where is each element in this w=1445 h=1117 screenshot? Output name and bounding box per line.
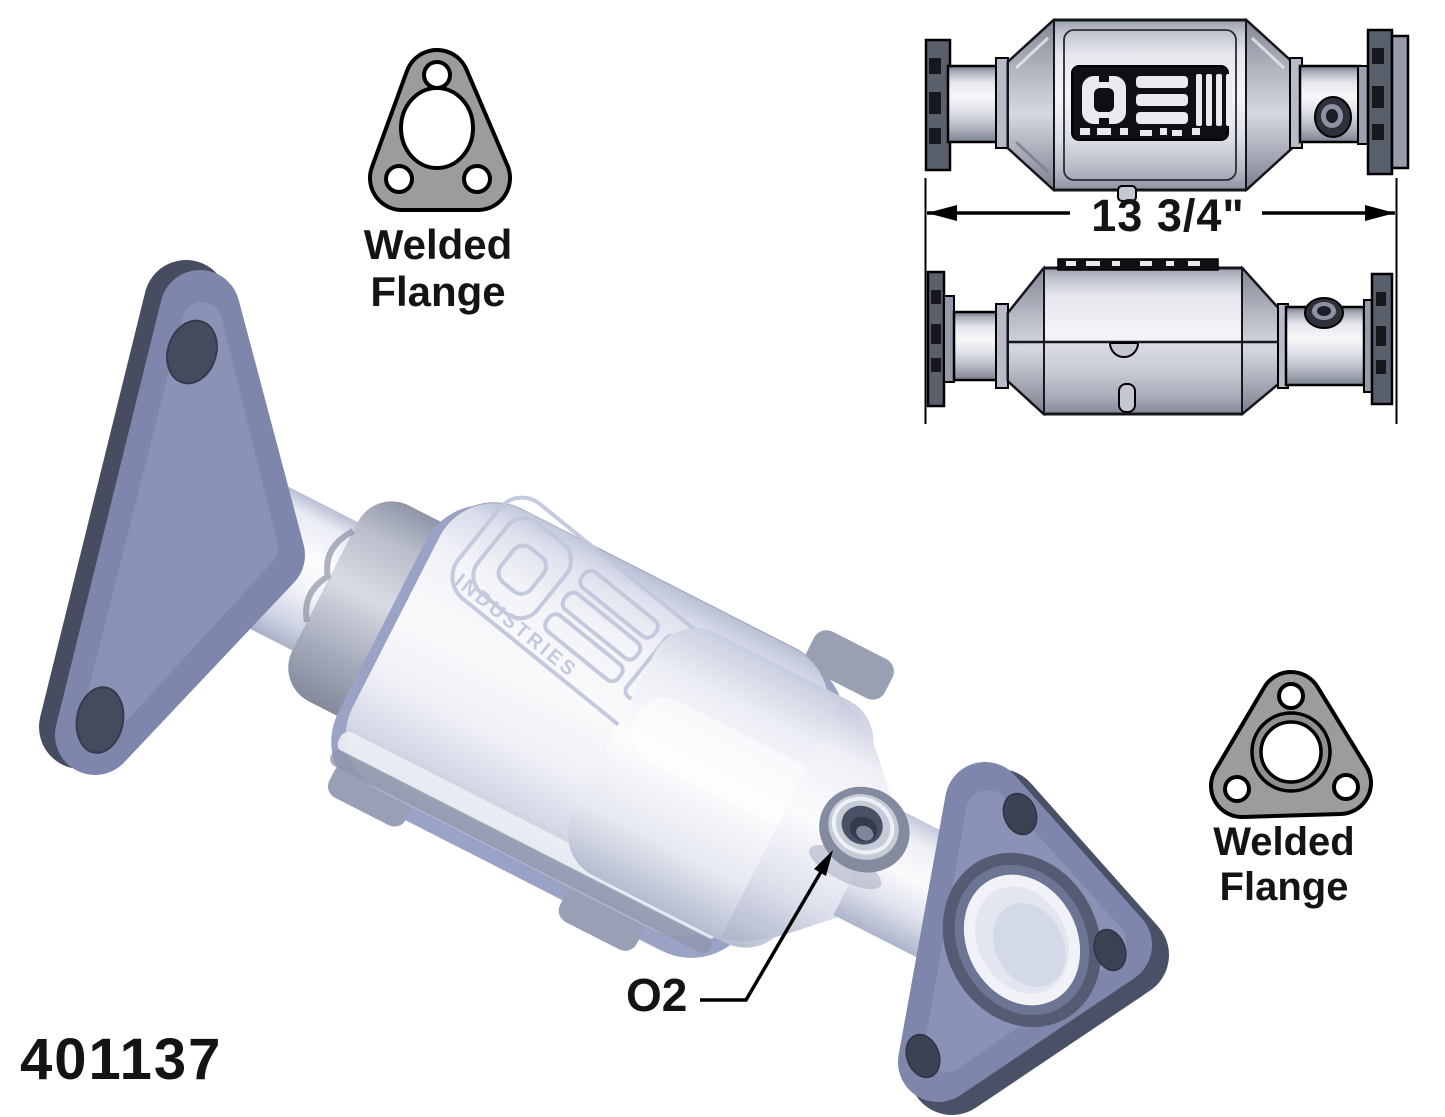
o2-sensor-bung	[809, 786, 910, 890]
bolt-hole	[166, 319, 218, 385]
bolt-hole	[75, 686, 125, 754]
logo-plate	[1071, 65, 1232, 141]
gasket-bolt-hole	[384, 164, 414, 194]
bolt-hole	[1002, 792, 1038, 836]
dimension-arrow-right	[1365, 205, 1395, 221]
bracket-tab	[805, 630, 894, 700]
gasket-bolt-hole	[422, 60, 452, 90]
overall-length-dimension: 13 3/4"	[1091, 190, 1245, 241]
o2-leader-line	[700, 850, 833, 1002]
welded-flange-line2: Flange	[1219, 864, 1349, 909]
gasket-bolt-hole	[1223, 775, 1251, 803]
inlet-flange	[39, 260, 305, 775]
outlet-gasket-drawing	[1209, 670, 1373, 819]
inlet-gasket-drawing	[368, 48, 512, 212]
o2-bung-side-view	[1314, 96, 1352, 138]
bolt-hole	[905, 1033, 941, 1079]
bottom-welded-flange-label: Welded Flange	[1154, 820, 1414, 910]
welded-flange-line2: Flange	[370, 268, 506, 316]
top-welded-flange-label: Welded Flange	[308, 221, 568, 315]
welded-flange-line1: Welded	[1213, 820, 1355, 864]
gasket-bolt-hole	[1332, 773, 1360, 801]
welded-flange-line1: Welded	[363, 221, 513, 268]
bracket-tab	[328, 764, 413, 827]
outlet-flange	[898, 762, 1169, 1115]
dimension-arrow-left	[927, 205, 957, 221]
gasket-bolt-hole	[1277, 682, 1305, 710]
o2-sensor-label: O2	[626, 969, 688, 1021]
bolt-hole	[1093, 928, 1127, 972]
side-view-drawing	[924, 17, 1410, 202]
part-number: 401137	[20, 1027, 223, 1092]
isometric-converter-drawing: INDUSTRIES	[39, 260, 1169, 1115]
dimension-annotation	[924, 178, 1398, 424]
gasket-center-hole	[399, 86, 475, 170]
gasket-center-hole	[1259, 720, 1323, 784]
o2-bung-top-view	[1304, 297, 1344, 329]
gasket-bolt-hole	[462, 164, 492, 194]
top-view-drawing	[926, 258, 1394, 417]
outlet-port	[942, 852, 1102, 1028]
bracket-tab	[558, 888, 643, 951]
